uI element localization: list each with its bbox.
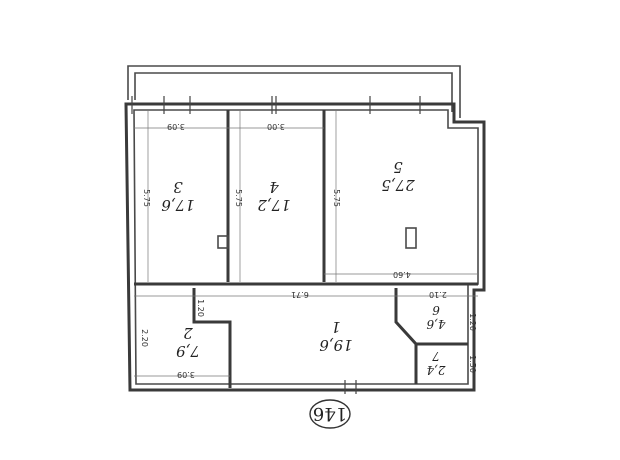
window-marks: [131, 96, 421, 394]
dim-room6-height: 1.20: [468, 313, 477, 331]
interior-walls: [134, 110, 478, 388]
dim-room2-width: 3.09: [177, 370, 195, 379]
room-label-7: 2,4 7: [426, 349, 446, 377]
stove-icon: [405, 227, 417, 249]
dim-room4-width: 3.00: [267, 122, 285, 131]
dim-room7-height: 1.50: [468, 355, 477, 373]
dimension-lines: [134, 110, 478, 377]
plan-number: 146: [313, 403, 347, 424]
room-number: 4: [269, 178, 280, 196]
room-label-2: 7,9 2: [176, 324, 200, 360]
room-number: 7: [432, 349, 440, 363]
room-area: 17,6: [161, 196, 195, 214]
exterior-wall: [124, 102, 486, 392]
room-area: 27,5: [381, 176, 415, 194]
room-area: 4,6: [426, 317, 446, 331]
room-number: 1: [331, 318, 341, 336]
room-area: 19,6: [319, 336, 353, 354]
dim-room3-height: 5.75: [142, 189, 151, 207]
plan-number-badge: 146: [309, 399, 351, 429]
room-number: 3: [173, 178, 183, 196]
room-label-4: 17,2 4: [257, 178, 290, 214]
room-area: 2,4: [426, 363, 446, 377]
dim-room2-height: 2.20: [140, 329, 149, 347]
dim-room5-width: 4.60: [393, 270, 411, 279]
balcony-outline: [127, 65, 461, 118]
room-number: 6: [432, 303, 440, 317]
room-label-1: 19,6 1: [319, 318, 353, 354]
dim-room2-step: 1.20: [196, 299, 205, 317]
dim-corridor-length: 6.71: [291, 290, 309, 299]
room-area: 7,9: [176, 342, 200, 360]
dim-room6-width: 2.10: [429, 290, 447, 299]
room-area: 17,2: [257, 196, 290, 214]
room-number: 2: [183, 324, 194, 342]
room-number: 5: [393, 158, 403, 176]
room-label-3: 17,6 3: [161, 178, 195, 214]
balcony-inner: [134, 72, 453, 112]
room-label-6: 4,6 6: [426, 303, 446, 331]
dim-room5-height: 5.75: [332, 189, 341, 207]
room-label-5: 27,5 5: [381, 158, 415, 194]
dim-room3-width: 3.09: [167, 122, 185, 131]
dim-room4-height: 5.75: [234, 189, 243, 207]
